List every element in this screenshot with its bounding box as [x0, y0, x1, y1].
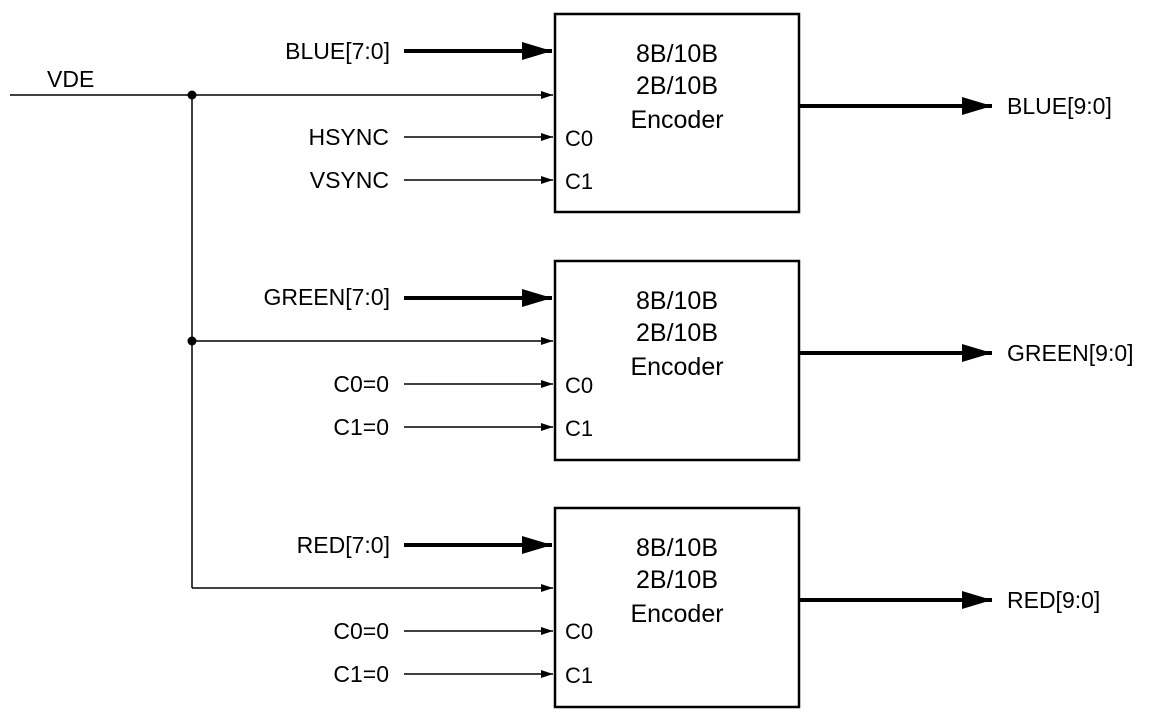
port-c1-label: C1	[565, 663, 593, 688]
port-c1-label: C1	[565, 169, 593, 194]
data-input-label: GREEN[7:0]	[263, 284, 390, 310]
encoder-title-line: 8B/10B	[636, 534, 718, 562]
encoder-title-line: 2B/10B	[636, 566, 718, 594]
port-c0-label: C0	[565, 619, 593, 644]
port-c0-label: C0	[565, 373, 593, 398]
c1-input-label: C1=0	[333, 414, 389, 440]
c0-input-label: C0=0	[333, 371, 389, 397]
encoder-title-line: 2B/10B	[636, 72, 718, 100]
port-c1-label: C1	[565, 416, 593, 441]
encoder-block	[553, 259, 801, 462]
encoder-green: 8B/10B 2B/10B Encoder C0 C1 GREEN[7:0] C…	[192, 259, 1134, 462]
encoder-title-line: Encoder	[630, 600, 723, 628]
c0-input-label: C0=0	[333, 618, 389, 644]
data-input-label: RED[7:0]	[297, 532, 390, 558]
encoder-title-line: Encoder	[630, 106, 723, 134]
vde-label: VDE	[47, 66, 94, 92]
encoder-title-line: 8B/10B	[636, 40, 718, 68]
encoder-blue: 8B/10B 2B/10B Encoder C0 C1 BLUE[7:0] HS…	[192, 12, 1112, 214]
data-input-label: BLUE[7:0]	[285, 38, 390, 64]
encoder-title-line: 2B/10B	[636, 319, 718, 347]
data-output-label: BLUE[9:0]	[1007, 93, 1112, 119]
encoder-block	[553, 12, 801, 214]
encoder-title-line: 8B/10B	[636, 287, 718, 315]
c1-input-label: VSYNC	[310, 167, 389, 193]
c0-input-label: HSYNC	[308, 124, 389, 150]
c1-input-label: C1=0	[333, 661, 389, 687]
data-output-label: GREEN[9:0]	[1007, 340, 1134, 366]
port-c0-label: C0	[565, 126, 593, 151]
encoder-block	[553, 506, 801, 709]
encoder-title-line: Encoder	[630, 353, 723, 381]
encoder-red: 8B/10B 2B/10B Encoder C0 C1 RED[7:0] C0=…	[192, 506, 1100, 709]
data-output-label: RED[9:0]	[1007, 587, 1100, 613]
